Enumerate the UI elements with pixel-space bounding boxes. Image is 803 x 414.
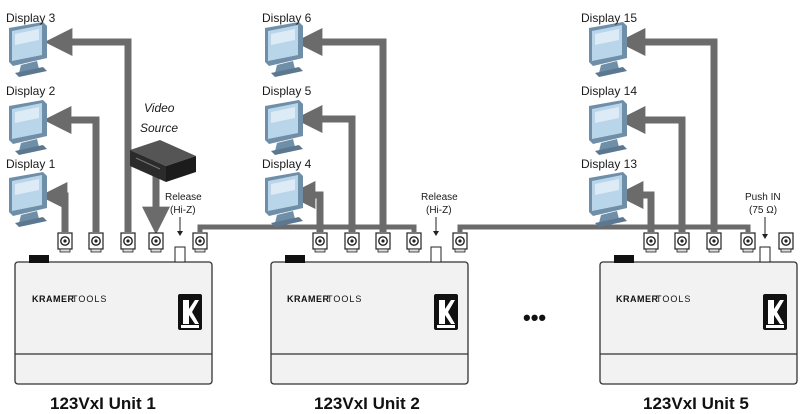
cable-display-4 <box>287 181 324 232</box>
monitor-icon <box>9 172 47 227</box>
bnc-connector-icon <box>88 232 104 253</box>
hiz-label-2: (Hi-Z) <box>426 205 452 216</box>
monitor-icon <box>589 100 627 155</box>
switch-icon <box>430 246 442 263</box>
release-label-1: Release <box>165 192 202 203</box>
unit-5-tools: TOOLS <box>656 294 691 304</box>
bnc-connector-icon <box>375 232 391 253</box>
bnc-connector-icon <box>643 232 659 253</box>
ellipsis: ••• <box>523 305 546 330</box>
unit-2-body <box>270 261 469 385</box>
unit-1-tools: TOOLS <box>72 294 107 304</box>
unit-1-led <box>29 255 49 263</box>
bnc-connector-icon <box>344 232 360 253</box>
display-4-label: Display 4 <box>262 157 312 171</box>
unit-2-tools: TOOLS <box>327 294 362 304</box>
push-in-label: Push IN <box>745 192 781 203</box>
monitor-icon <box>9 100 47 155</box>
cable-display-1 <box>39 182 69 232</box>
unit-5-body <box>599 261 798 385</box>
push-in-arrow <box>762 234 768 239</box>
cable-display-2 <box>43 106 100 232</box>
link-unit1-unit2 <box>197 224 417 232</box>
monitor-icon <box>589 22 627 77</box>
bnc-connector-icon <box>406 232 422 253</box>
bnc-connector-icon <box>778 232 794 253</box>
bnc-connector-icon <box>452 232 468 253</box>
release-arrow-2 <box>433 231 439 236</box>
release-label-2: Release <box>421 192 458 203</box>
monitor-icon <box>589 172 627 227</box>
switch-icon <box>759 246 771 263</box>
cable-display-5 <box>294 105 356 232</box>
display-13: Display 13 <box>581 157 637 227</box>
display-14-label: Display 14 <box>581 84 637 98</box>
unit-5-caption: 123VxI Unit 5 <box>643 394 749 413</box>
display-5: Display 5 <box>262 84 312 155</box>
bnc-connector-icon <box>120 232 136 253</box>
video-source: Video Source <box>130 101 196 182</box>
bnc-connector-icon <box>706 232 722 253</box>
unit-5: KRAMER TOOLS 123VxI Unit 5 <box>599 232 798 413</box>
monitor-icon <box>265 100 303 155</box>
switch-icon <box>174 246 186 263</box>
unit-1: KRAMER TOOLS 123VxI Unit 1 <box>14 232 213 413</box>
unit-1-body <box>14 261 213 385</box>
cable-display-15 <box>617 28 718 232</box>
bnc-connector-icon <box>674 232 690 253</box>
unit-1-caption: 123VxI Unit 1 <box>50 394 156 413</box>
display-1-label: Display 1 <box>6 157 56 171</box>
cable-display-3 <box>44 28 132 232</box>
cable-display-14 <box>617 106 686 232</box>
release-arrow-1 <box>177 231 183 236</box>
cables <box>39 28 751 235</box>
bnc-connector-icon <box>740 232 756 253</box>
video-source-label-line2: Source <box>140 121 178 135</box>
display-5-label: Display 5 <box>262 84 312 98</box>
display-2-label: Display 2 <box>6 84 56 98</box>
bnc-connector-icon <box>192 232 208 253</box>
monitor-icon <box>9 22 47 77</box>
display-4: Display 4 <box>262 157 312 227</box>
monitor-icon <box>265 172 303 227</box>
ohm-label: (75 Ω) <box>749 205 777 216</box>
display-3: Display 3 <box>6 11 56 77</box>
display-15-label: Display 15 <box>581 11 637 25</box>
display-2: Display 2 <box>6 84 56 155</box>
unit-5-led <box>614 255 634 263</box>
unit-1-brand: KRAMER <box>32 294 75 304</box>
display-13-label: Display 13 <box>581 157 637 171</box>
display-15: Display 15 <box>581 11 637 77</box>
unit-5-brand: KRAMER <box>616 294 659 304</box>
display-3-label: Display 3 <box>6 11 56 25</box>
display-1: Display 1 <box>6 157 56 227</box>
display-14: Display 14 <box>581 84 637 155</box>
video-source-label-line1: Video <box>144 101 175 115</box>
cable-display-6 <box>294 28 387 232</box>
unit-2: KRAMER TOOLS 123VxI Unit 2 <box>270 232 469 413</box>
bnc-connector-icon <box>312 232 328 253</box>
video-player-icon <box>130 140 196 182</box>
bnc-connector-icon <box>148 232 164 253</box>
unit-2-caption: 123VxI Unit 2 <box>314 394 420 413</box>
display-6: Display 6 <box>262 11 312 77</box>
monitor-icon <box>265 22 303 77</box>
unit-2-led <box>285 255 305 263</box>
link-unit2-unit5 <box>457 224 751 232</box>
bnc-connector-icon <box>57 232 73 253</box>
unit-2-brand: KRAMER <box>287 294 330 304</box>
display-6-label: Display 6 <box>262 11 312 25</box>
cable-display-13 <box>615 181 655 232</box>
hiz-label-1: (Hi-Z) <box>170 205 196 216</box>
